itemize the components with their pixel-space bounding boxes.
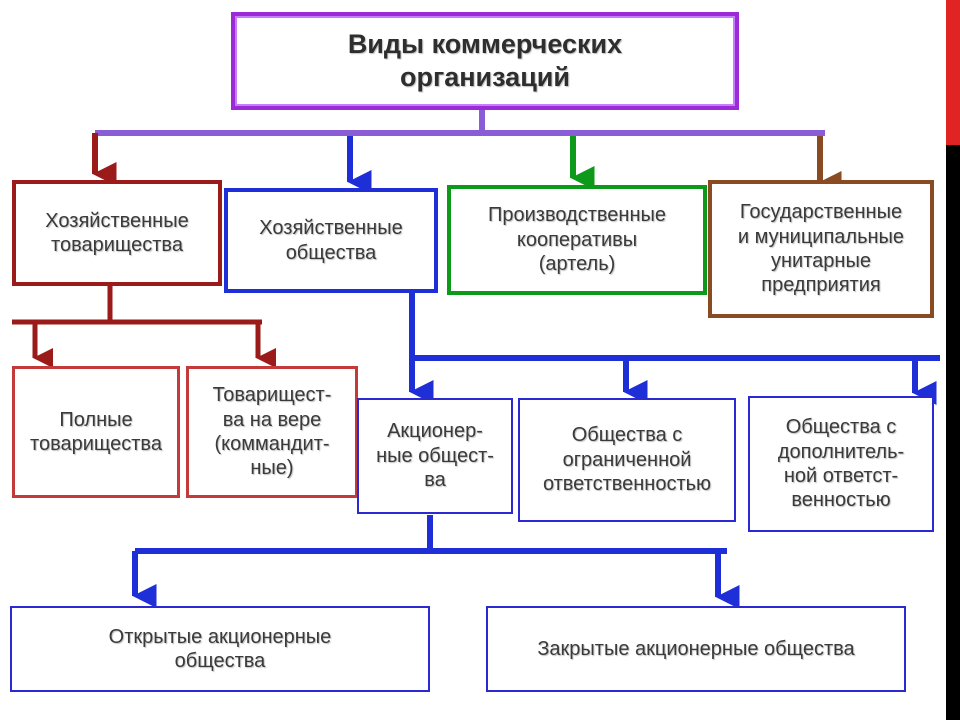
box-limited-partnerships: Товарищест- ва на вере (коммандит- ные) bbox=[186, 366, 358, 498]
accent-bar-red bbox=[946, 0, 960, 145]
box-unitary-enterprises: Государственные и муниципальные унитарны… bbox=[708, 180, 934, 318]
box-llc: Общества с ограниченной ответственностью bbox=[518, 398, 736, 522]
box-open-jsc: Открытые акционерные общества bbox=[10, 606, 430, 692]
box-closed-jsc: Закрытые акционерные общества bbox=[486, 606, 906, 692]
joint-stock-connector bbox=[135, 515, 727, 554]
title-connector bbox=[92, 110, 825, 138]
box-economic-companies: Хозяйственные общества bbox=[224, 188, 438, 293]
box-full-partnerships: Полные товарищества bbox=[12, 366, 180, 498]
box-alc: Общества с дополнитель- ной ответст- вен… bbox=[748, 396, 934, 532]
box-economic-partnerships: Хозяйственные товарищества bbox=[12, 180, 222, 286]
diagram-title: Виды коммерческих организаций bbox=[231, 12, 739, 110]
accent-bar-black bbox=[946, 145, 960, 720]
partnerships-connector bbox=[12, 285, 262, 325]
box-joint-stock: Акционер- ные общест- ва bbox=[357, 398, 513, 514]
box-production-cooperatives: Производственные кооперативы (артель) bbox=[447, 185, 707, 295]
companies-connector bbox=[409, 292, 940, 361]
